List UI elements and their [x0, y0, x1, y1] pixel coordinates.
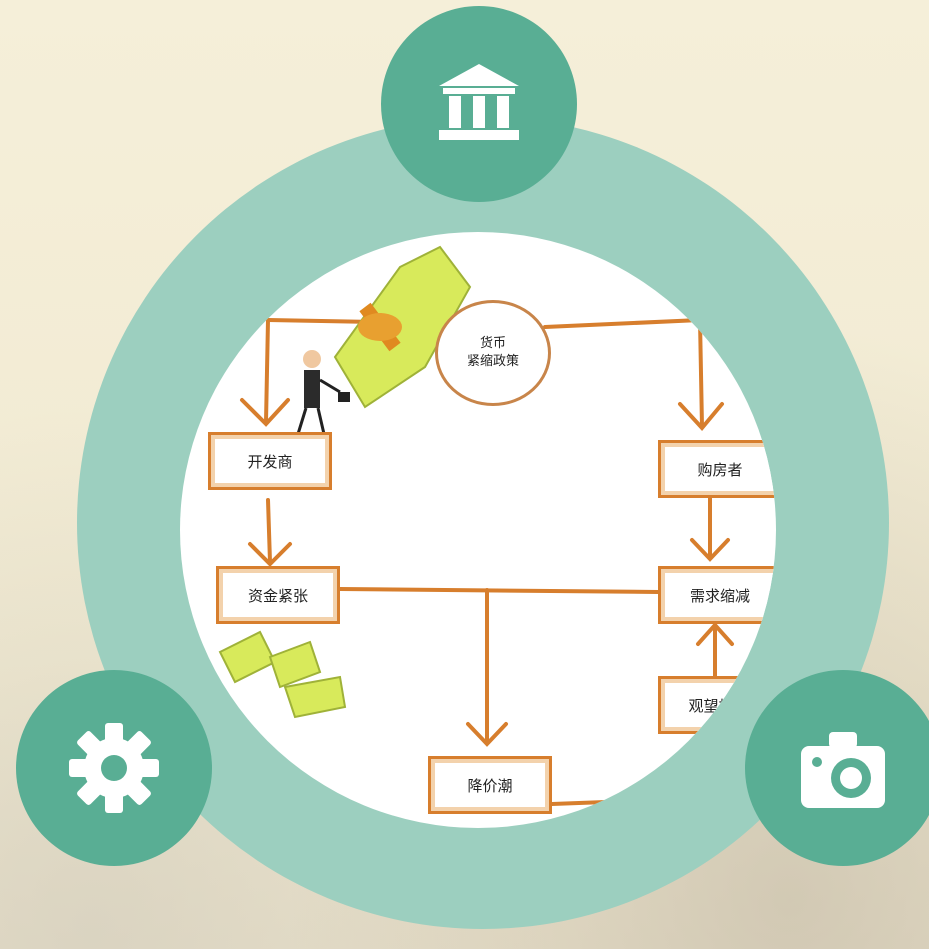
node-wait-see-label: 观望加	[688, 696, 734, 715]
bank-badge[interactable]	[381, 6, 577, 202]
node-price-cut-label: 降价潮	[467, 776, 513, 795]
node-demand-drop-label: 需求缩减	[689, 586, 750, 605]
businessman-figure	[296, 350, 350, 435]
settings-badge[interactable]	[16, 670, 212, 866]
node-buyer: 购房者	[658, 440, 776, 498]
camera-badge[interactable]	[745, 670, 929, 866]
node-funds-tight: 资金紧张	[216, 566, 340, 624]
node-funds-tight-label: 资金紧张	[247, 586, 308, 605]
node-developer-label: 开发商	[247, 452, 293, 471]
flow-arrows	[218, 245, 742, 806]
link-price-cut-right	[550, 795, 742, 806]
arrow-line-top-left	[266, 318, 377, 324]
small-money-bundles	[218, 630, 347, 719]
node-developer: 开发商	[208, 432, 332, 490]
bank-icon	[439, 64, 519, 140]
arrow-down-developer	[264, 318, 270, 424]
arrow-developer-funds	[266, 498, 272, 564]
link-funds-demand	[338, 587, 660, 594]
node-demand-drop: 需求缩减	[658, 566, 776, 624]
arrow-line-top-right	[543, 318, 702, 329]
node-price-cut: 降价潮	[428, 756, 552, 814]
node-wait-see: 观望加	[658, 676, 764, 734]
gear-icon	[69, 723, 159, 813]
money-bundle	[333, 245, 472, 409]
policy-line-2: 紧缩政策	[466, 354, 519, 369]
node-buyer-label: 购房者	[697, 460, 743, 479]
camera-icon	[801, 732, 885, 808]
policy-node: 货币 紧缩政策	[435, 300, 551, 406]
policy-line-1: 货币	[479, 336, 506, 351]
arrow-down-buyer	[698, 318, 704, 429]
diagram-disk: 货币 紧缩政策 开发商 资金紧张 降价潮 购房者 需求缩减 观望加	[180, 232, 776, 828]
